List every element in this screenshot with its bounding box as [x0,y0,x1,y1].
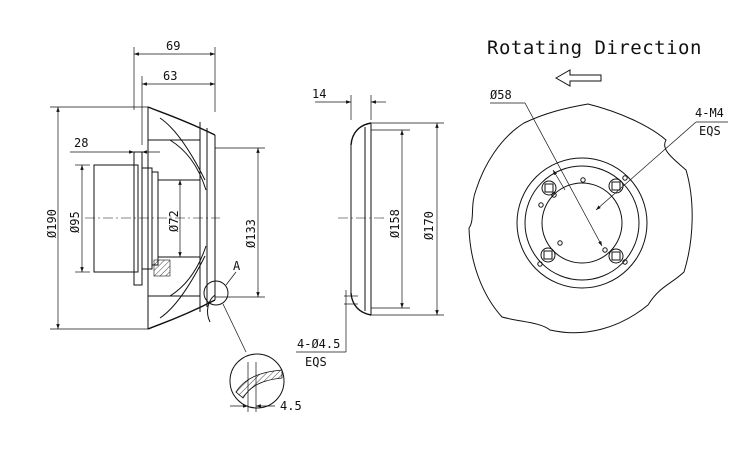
dim-95-label: Ø95 [68,211,82,233]
dim-190-label: Ø190 [45,209,59,238]
thread-eqs-label: EQS [699,124,721,138]
left-arrow-icon [554,69,602,87]
rotating-direction-title: Rotating Direction [487,37,702,59]
bolt-hole-3 [540,247,556,263]
dim-28-label: 28 [74,136,88,150]
side-view: 69 63 28 Ø190 Ø95 Ø72 [45,39,302,413]
impeller-outline [468,103,693,334]
bolt-hole-2 [608,178,624,194]
ring-view: 14 Ø158 Ø170 4-Ø4.5 EQS [296,87,444,369]
dim-4-5-label: 4.5 [280,399,302,413]
dim-58-label: Ø58 [490,88,512,102]
bolt-hole-4 [608,248,624,264]
dim-14-label: 14 [312,87,326,101]
detail-a-label: A [233,259,241,273]
holes-label: 4-Ø4.5 [297,337,340,351]
front-view: Rotating Direction [468,37,728,334]
bolt-hole-1 [541,180,557,196]
dim-170-label: Ø170 [422,211,436,240]
motor-body [93,164,139,273]
detail-a-enlargement [229,353,285,409]
dim-63-label: 63 [163,69,177,83]
thread-label: 4-M4 [695,106,724,120]
detail-marker [203,280,229,306]
dim-72-label: Ø72 [167,210,181,232]
holes-eqs-label: EQS [305,355,327,369]
dim-133-label: Ø133 [244,219,258,248]
dim-158-label: Ø158 [388,209,402,238]
dim-69-label: 69 [166,39,180,53]
